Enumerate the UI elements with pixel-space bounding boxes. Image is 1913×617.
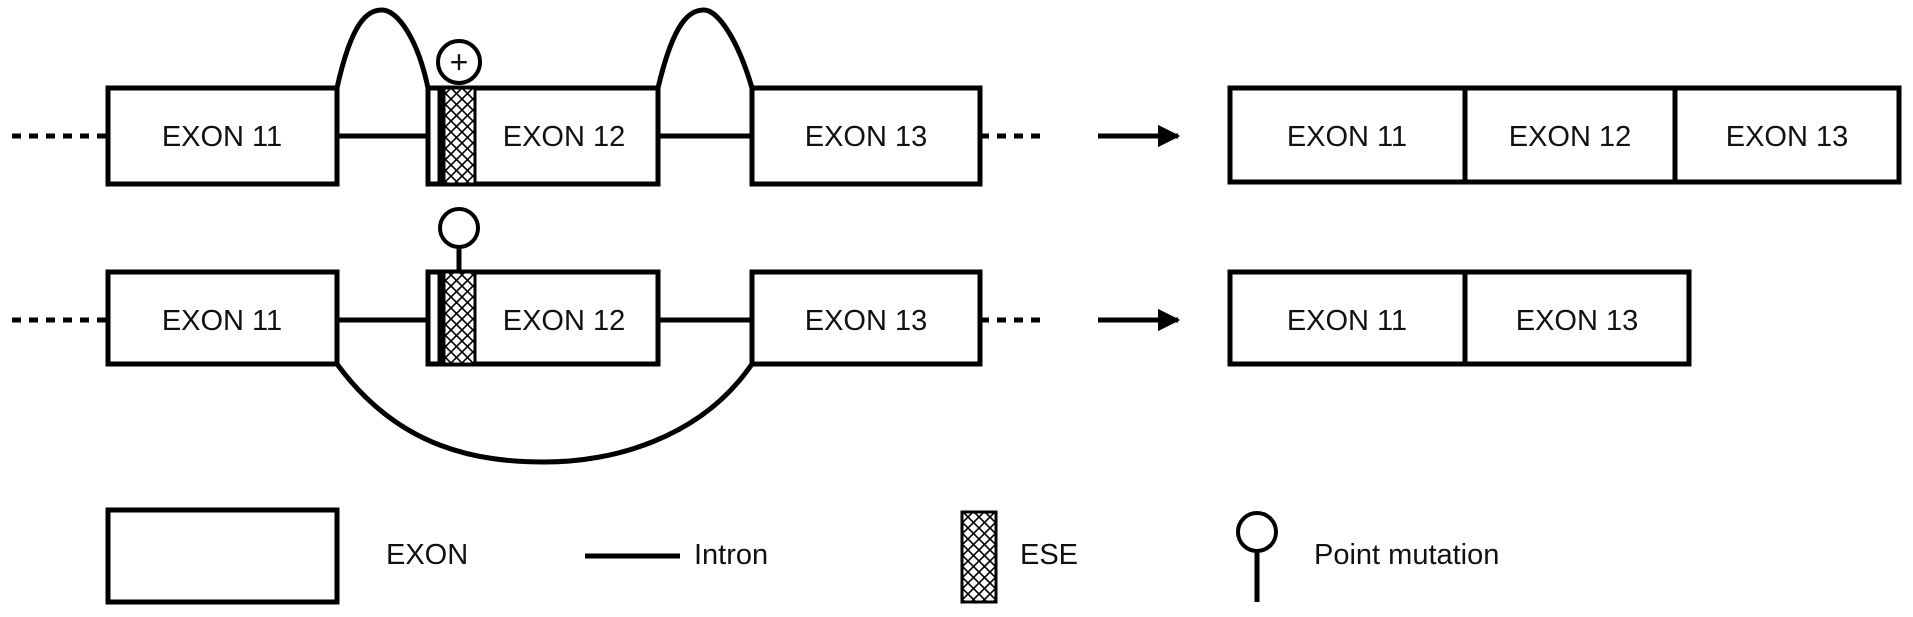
- top-ese-block: [442, 86, 477, 186]
- top-exon-13-box: [749, 85, 983, 187]
- legend-ese-label: ESE: [1020, 539, 1078, 571]
- bottom-result-exon-11-label: EXON 11: [1287, 305, 1407, 337]
- bottom-exon-11-label: EXON 11: [162, 305, 282, 337]
- bottom-result-exon-13-label: EXON 13: [1516, 305, 1639, 337]
- top-exon-13-label: EXON 13: [805, 121, 928, 153]
- legend-point-mutation-label: Point mutation: [1314, 539, 1499, 571]
- bottom-row-pre-mrna: EXON 11 EXON 12 EXON 13: [12, 207, 1048, 465]
- top-result-exon-12-label: EXON 12: [1509, 121, 1632, 153]
- bottom-row-mature-mrna: EXON 11 EXON 13: [1227, 269, 1692, 367]
- top-row-pre-mrna: + EXON 11 EXON 12 EXON 13: [12, 7, 1048, 187]
- legend: EXON Intron ESE Point mutation: [105, 507, 1499, 605]
- legend-intron-label: Intron: [694, 539, 768, 571]
- legend-point-mutation-icon: [1236, 511, 1278, 553]
- legend-exon-label: EXON: [386, 539, 468, 571]
- legend-ese-swatch: [960, 510, 998, 604]
- top-splice-arc-2: [655, 7, 755, 89]
- top-enhancer-plus-icon: [436, 39, 482, 85]
- bottom-exon-12-label: EXON 12: [503, 305, 626, 337]
- top-exon-11-label: EXON 11: [162, 121, 282, 153]
- top-result-exon-12-box: [1462, 85, 1678, 185]
- bottom-exon-13-box: [749, 269, 983, 367]
- top-row-mature-mrna: EXON 11 EXON 12 EXON 13: [1227, 85, 1902, 185]
- bottom-result-exon-11-box: [1227, 269, 1468, 367]
- bottom-exon-11-box: [105, 269, 340, 367]
- bottom-exon-13-label: EXON 13: [805, 305, 928, 337]
- top-enhancer-plus-label: +: [450, 44, 469, 80]
- top-splice-arc-1: [334, 7, 431, 89]
- top-exon-12-label: EXON 12: [503, 121, 626, 153]
- legend-exon-swatch: [105, 507, 340, 605]
- bottom-result-exon-13-box: [1462, 269, 1692, 367]
- top-exon-11-box: [105, 85, 340, 187]
- top-result-exon-13-box: [1672, 85, 1902, 185]
- bottom-point-mutation-icon: [438, 207, 480, 249]
- top-result-exon-11-box: [1227, 85, 1468, 185]
- top-result-exon-11-label: EXON 11: [1287, 121, 1407, 153]
- top-result-exon-13-label: EXON 13: [1726, 121, 1849, 153]
- bottom-ese-block: [442, 270, 477, 366]
- bottom-skip-arc: [334, 362, 755, 465]
